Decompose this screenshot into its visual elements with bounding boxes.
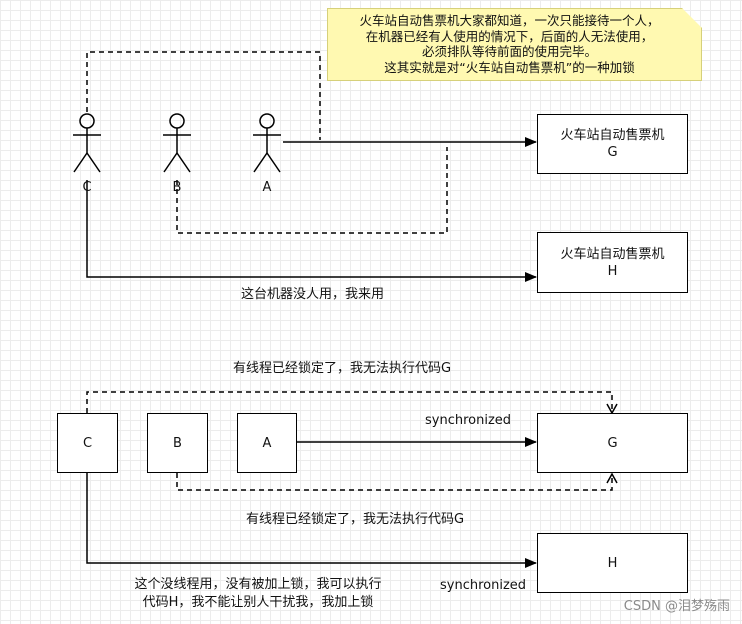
code-block-g: G xyxy=(537,413,688,473)
thread-a-box: A xyxy=(237,413,297,473)
label-no-lock-line-1: 这个没线程用，没有被加上锁，我可以执行 xyxy=(134,577,382,592)
actor-a-figure xyxy=(253,113,281,173)
connector-c-to-h-sync xyxy=(86,473,537,568)
csdn-watermark: CSDN @泪梦殇雨 xyxy=(623,599,730,614)
connector-b-to-g-dashed xyxy=(176,472,618,491)
actor-c-figure xyxy=(73,113,101,173)
ticket-machine-g-title: 火车站自动售票机 xyxy=(560,128,665,143)
ticket-machine-h: 火车站自动售票机 H xyxy=(537,232,688,293)
connector-c-to-g-dashed xyxy=(86,391,618,415)
label-locked-bottom: 有线程已经锁定了，我无法执行代码G xyxy=(246,512,465,527)
note-line-4: 这其实就是对“火车站自动售票机”的一种加锁 xyxy=(384,59,635,75)
label-machine-free: 这台机器没人用，我来用 xyxy=(241,287,385,302)
connector-c-waiting-dashed xyxy=(86,51,321,140)
label-synchronized-h: synchronized xyxy=(440,578,527,593)
code-block-h: H xyxy=(537,533,688,593)
label-locked-top: 有线程已经锁定了，我无法执行代码G xyxy=(233,361,452,376)
label-no-lock-line-2: 代码H，我不能让别人干扰我，我加上锁 xyxy=(142,595,374,610)
label-synchronized-g: synchronized xyxy=(425,413,512,428)
thread-b-box: B xyxy=(147,413,208,473)
ticket-machine-g: 火车站自动售票机 G xyxy=(537,114,688,174)
ticket-machine-h-title: 火车站自动售票机 xyxy=(560,246,665,262)
connector-b-waiting-dashed xyxy=(176,147,448,234)
note-line-1: 火车站自动售票机大家都知道，一次只能接待一个人， xyxy=(359,13,660,28)
ticket-machine-h-id: H xyxy=(607,263,618,279)
actor-b-label: B xyxy=(172,180,182,195)
actor-b-figure xyxy=(163,113,191,173)
actor-a-label: A xyxy=(262,180,272,195)
thread-c-box: C xyxy=(57,413,118,473)
connector-c-to-h xyxy=(86,180,537,282)
sticky-note: 火车站自动售票机大家都知道，一次只能接待一个人， 在机器已经有人使用的情况下，后… xyxy=(327,8,702,81)
ticket-machine-g-id: G xyxy=(607,145,618,160)
actor-c-label: C xyxy=(82,180,92,195)
note-line-3: 必须排队等待前面的使用完毕。 xyxy=(421,44,597,59)
note-line-2: 在机器已经有人使用的情况下，后面的人无法使用， xyxy=(365,28,654,44)
